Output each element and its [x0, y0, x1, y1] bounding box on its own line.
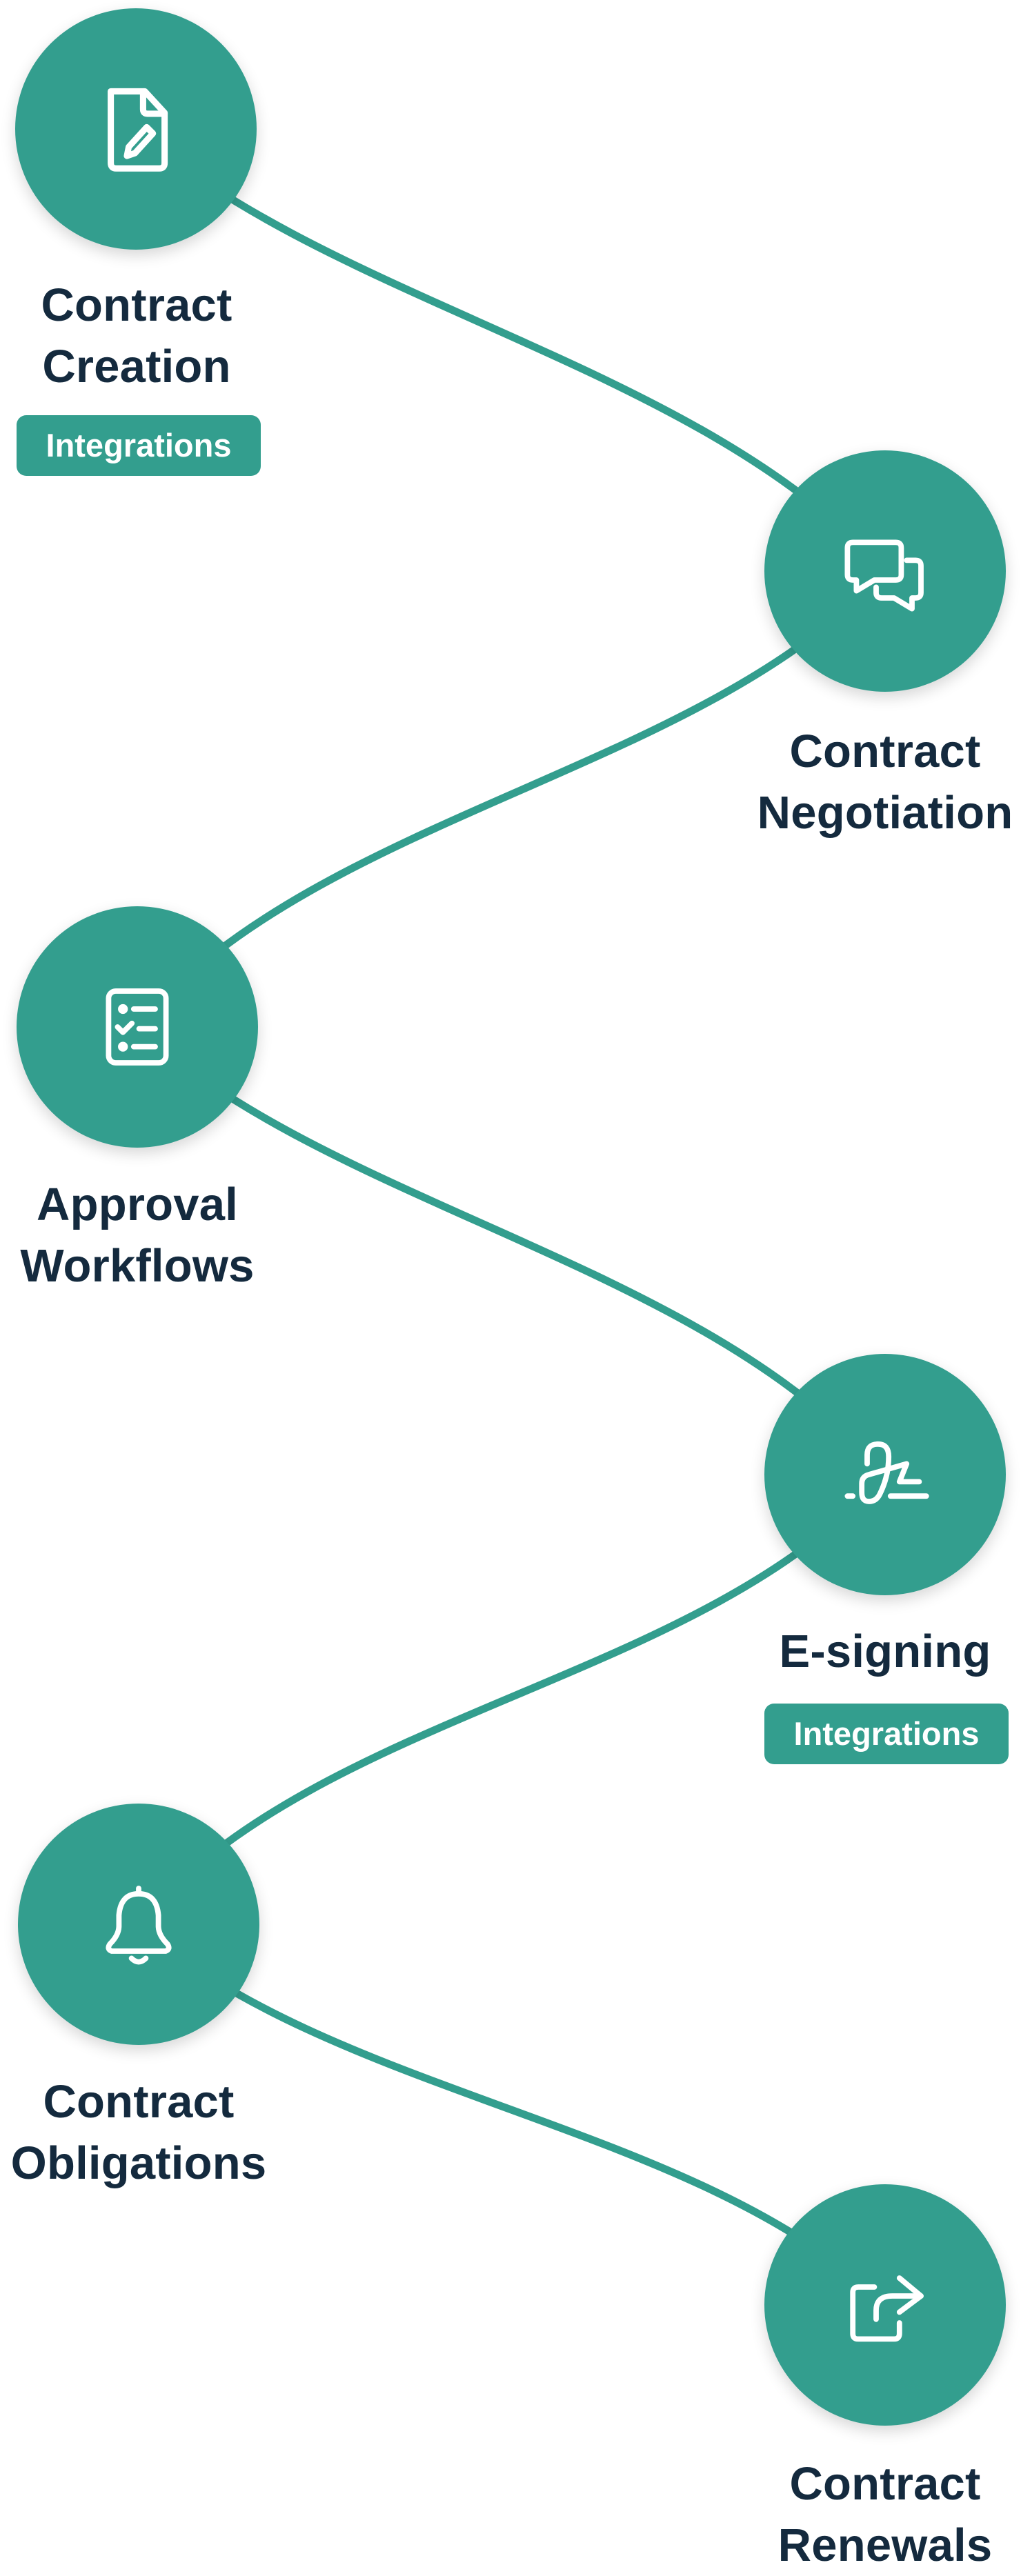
label-line: Renewals	[777, 2519, 993, 2571]
chat-bubbles-icon	[844, 539, 924, 612]
integrations-badge[interactable]: Integrations	[764, 1704, 1009, 1764]
bell-icon	[106, 1886, 172, 1965]
connector-1-2	[133, 126, 889, 574]
step-node-contract-obligations[interactable]	[18, 1804, 259, 2045]
step-label-contract-obligations: Contract Obligations	[0, 2071, 311, 2194]
label-line: Obligations	[10, 2137, 267, 2189]
connector-3-4	[135, 1024, 889, 1477]
label-line: Contract	[789, 2458, 981, 2510]
step-label-contract-creation: Contract Creation	[0, 274, 309, 397]
label-line: Workflows	[20, 1240, 255, 1292]
step-node-contract-renewals[interactable]	[764, 2184, 1006, 2426]
connector-2-3	[134, 568, 889, 1030]
step-label-e-signing: E-signing	[713, 1621, 1021, 1682]
integrations-badge[interactable]: Integrations	[17, 415, 261, 476]
step-node-e-signing[interactable]	[764, 1354, 1006, 1595]
label-line: Contract	[43, 2076, 235, 2128]
checklist-icon	[106, 988, 169, 1066]
step-label-approval-workflows: Approval Workflows	[0, 1174, 310, 1297]
label-line: Contract	[41, 279, 232, 331]
step-node-approval-workflows[interactable]	[17, 906, 258, 1148]
label-line: Contract	[789, 726, 981, 777]
label-line: Approval	[37, 1179, 238, 1230]
step-label-contract-negotiation: Contract Negotiation	[713, 721, 1021, 843]
label-line: Creation	[42, 341, 231, 392]
connector-4-5	[135, 1472, 889, 1927]
step-node-contract-creation[interactable]	[15, 8, 257, 250]
document-edit-icon	[108, 88, 168, 172]
signature-icon	[844, 1441, 929, 1504]
share-arrow-icon	[850, 2275, 924, 2342]
step-node-contract-negotiation[interactable]	[764, 450, 1006, 692]
label-line: E-signing	[779, 1626, 991, 1677]
label-line: Negotiation	[757, 787, 1013, 839]
step-label-contract-renewals: Contract Renewals	[713, 2453, 1021, 2576]
